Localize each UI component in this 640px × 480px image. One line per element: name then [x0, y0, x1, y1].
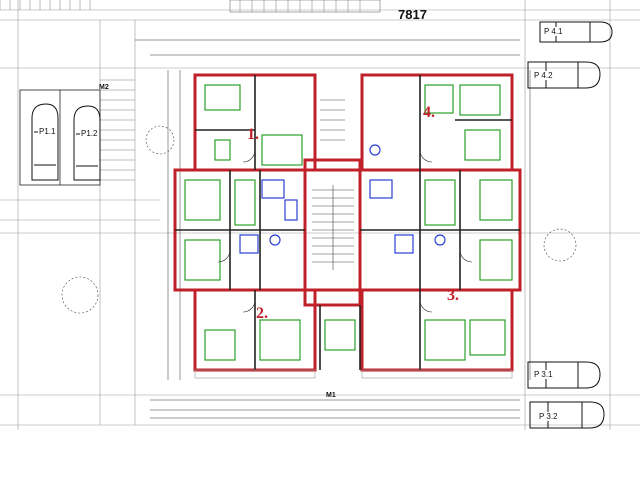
dimension-lines: [135, 39, 531, 419]
fixtures: [239, 144, 446, 254]
marker-m1: M1: [326, 392, 336, 399]
site-lines: [0, 0, 640, 430]
staircase: [312, 99, 354, 270]
marker-m2: M2: [99, 84, 109, 91]
car-p41-icon: [539, 21, 613, 43]
bottom-hatch: [194, 369, 513, 379]
parking-label-p31: P 3.1: [533, 370, 554, 379]
car-p42-icon: [527, 61, 601, 89]
car-p11-icon: [31, 103, 59, 181]
parking-label-p41: P 4.1: [543, 27, 564, 36]
tree-circles: [61, 125, 577, 314]
interior-walls: [175, 75, 520, 370]
unit-label-1: 1.: [247, 126, 259, 143]
unit-label-4: 4.: [423, 104, 435, 121]
parking-label-p11: P1.1: [38, 127, 57, 136]
unit-label-3: 3.: [447, 287, 459, 304]
door-swings: [217, 149, 473, 313]
unit-label-2: 2.: [256, 305, 268, 322]
parking-label-p12: P1.2: [80, 129, 99, 138]
furniture: [184, 84, 513, 361]
parking-label-p42: P 4.2: [533, 71, 554, 80]
car-p31-icon: [527, 361, 601, 389]
lot-number: 7817: [398, 7, 427, 22]
driveway: [100, 79, 135, 181]
top-hatch: [0, 0, 381, 13]
car-p32-icon: [529, 401, 605, 429]
car-p12-icon: [73, 105, 101, 181]
parking-label-p32: P 3.2: [538, 412, 559, 421]
